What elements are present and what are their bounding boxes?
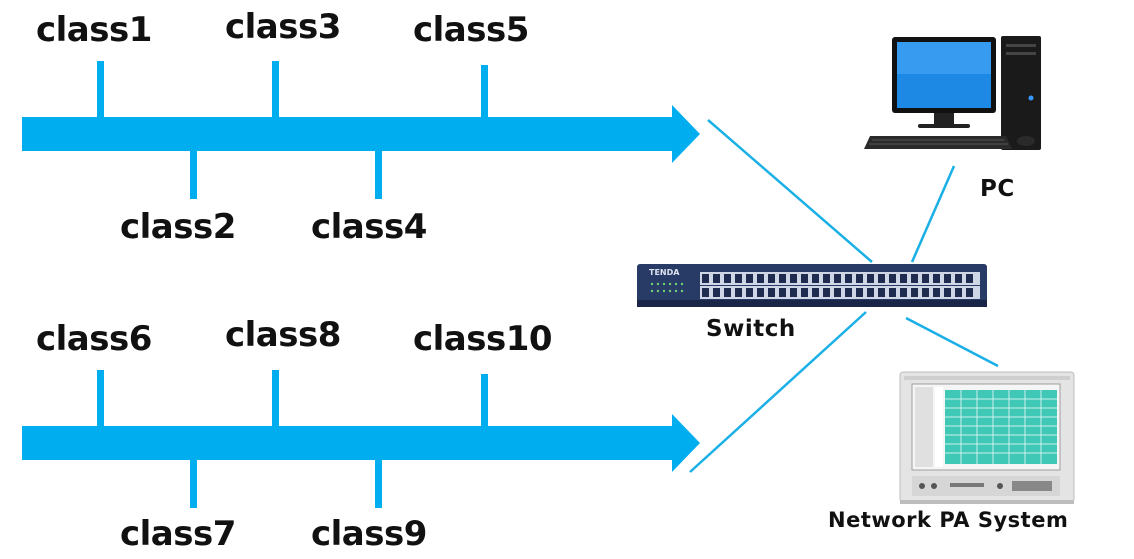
class-label-top-2: class2: [120, 207, 236, 247]
class-label-bottom-8: class8: [225, 315, 341, 355]
class-label-bottom-7: class7: [120, 514, 236, 554]
class-label-top-3: class3: [225, 7, 341, 47]
bus-line-1: [22, 61, 700, 199]
class-label-bottom-10: class10: [413, 319, 553, 359]
class-label-top-1: class1: [36, 10, 152, 50]
network-switch-icon: TENDA: [637, 264, 987, 307]
link-pc-switch: [910, 165, 956, 263]
desktop-computer-icon: [864, 36, 1041, 150]
bus-line-2: [22, 370, 700, 508]
pc-label: PC: [980, 176, 1015, 202]
pa-system-label: Network PA System: [828, 508, 1069, 532]
class-label-bottom-6: class6: [36, 319, 152, 359]
link-bus1-switch: [707, 119, 873, 263]
link-switch-pa: [905, 316, 999, 368]
switch-brand-label: TENDA: [649, 268, 680, 277]
class-label-bottom-9: class9: [311, 514, 427, 554]
switch-label: Switch: [706, 316, 796, 342]
pa-system-console-icon: [899, 371, 1075, 504]
class-label-top-5: class5: [413, 10, 529, 50]
link-bus2-switch: [689, 311, 867, 473]
class-label-top-4: class4: [311, 207, 427, 247]
